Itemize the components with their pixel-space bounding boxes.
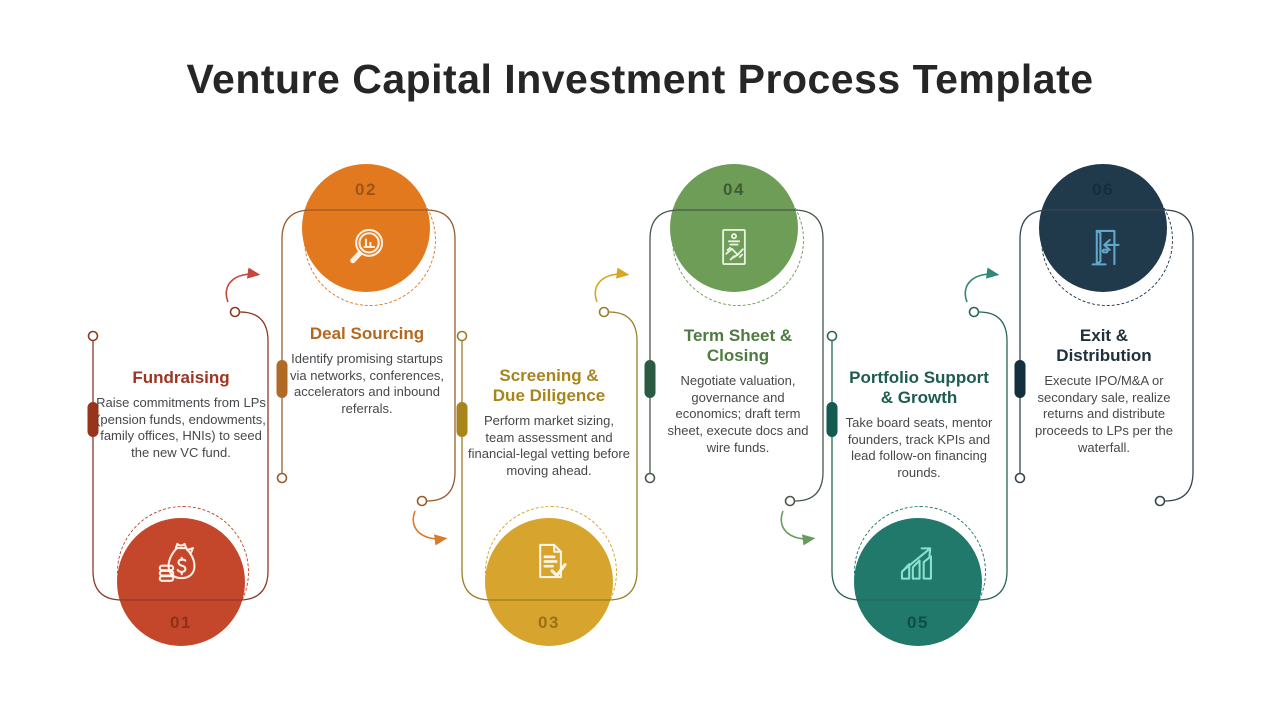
step3-start-circle xyxy=(456,330,468,342)
step2-number: 02 xyxy=(355,180,377,199)
step1-start-circle xyxy=(87,330,99,342)
step5-title: Portfolio Support & Growth xyxy=(849,368,989,408)
exit-door-icon xyxy=(1074,218,1132,276)
step1-end-circle xyxy=(229,306,241,318)
step6-number: 06 xyxy=(1092,180,1114,199)
step6-text-block: Exit & Distribution Execute IPO/M&A or s… xyxy=(1026,326,1182,456)
step3-text-block: Screening & Due Diligence Perform market… xyxy=(468,366,630,480)
page-title: Venture Capital Investment Process Templ… xyxy=(186,56,1094,102)
step5-circle: 05 xyxy=(854,518,982,646)
step2-description: Identify promising startups via networks… xyxy=(290,351,444,416)
step5-text-block: Portfolio Support & Growth Take board se… xyxy=(838,368,1000,482)
step1-description: Raise commitments from LPs (pension fund… xyxy=(96,395,266,460)
step4-text-block: Term Sheet & Closing Negotiate valuation… xyxy=(662,326,814,456)
step4-start-circle xyxy=(644,472,656,484)
magnifier-bar-chart-icon xyxy=(337,218,395,276)
arrow-3-to-4 xyxy=(594,267,630,303)
step6-end-circle xyxy=(1154,495,1166,507)
step2-circle: 02 xyxy=(302,164,430,292)
growth-chart-icon xyxy=(889,532,947,590)
step3-end-circle xyxy=(598,306,610,318)
step4-end-circle xyxy=(784,495,796,507)
step2-title: Deal Sourcing xyxy=(309,324,425,343)
step5-description: Take board seats, mentor founders, track… xyxy=(845,415,993,480)
step5-number: 05 xyxy=(907,613,929,632)
arrow-4-to-5 xyxy=(780,510,816,546)
step4-description: Negotiate valuation, governance and econ… xyxy=(667,373,809,455)
step5-start-circle xyxy=(826,330,838,342)
step3-capsule xyxy=(456,402,468,437)
step4-circle: 04 xyxy=(670,164,798,292)
step4-capsule xyxy=(644,360,656,398)
step6-start-circle xyxy=(1014,472,1026,484)
step3-number: 03 xyxy=(538,613,560,632)
arrow-5-to-6 xyxy=(964,267,1000,303)
step1-title: Fundraising xyxy=(132,368,230,387)
step1-text-block: Fundraising Raise commitments from LPs (… xyxy=(96,368,266,462)
step6-capsule xyxy=(1014,360,1026,398)
arrow-2-to-3 xyxy=(412,510,448,546)
step4-number: 04 xyxy=(723,180,745,199)
step6-title: Exit & Distribution xyxy=(1056,326,1152,366)
contract-handshake-icon xyxy=(705,218,763,276)
step4-title: Term Sheet & Closing xyxy=(683,326,793,366)
document-check-icon xyxy=(520,532,578,590)
step6-circle: 06 xyxy=(1039,164,1167,292)
step1-circle: 01 xyxy=(117,518,245,646)
step2-text-block: Deal Sourcing Identify promising startup… xyxy=(286,324,448,418)
step2-end-circle xyxy=(416,495,428,507)
step1-number: 01 xyxy=(170,613,192,632)
step3-title: Screening & Due Diligence xyxy=(492,366,606,406)
money-bag-icon xyxy=(152,532,210,590)
step6-description: Execute IPO/M&A or secondary sale, reali… xyxy=(1034,373,1174,455)
step5-end-circle xyxy=(968,306,980,318)
arrow-1-to-2 xyxy=(225,267,261,303)
step2-start-circle xyxy=(276,472,288,484)
step3-description: Perform market sizing, team assessment a… xyxy=(468,413,630,478)
step3-circle: 03 xyxy=(485,518,613,646)
step5-capsule xyxy=(826,402,838,437)
